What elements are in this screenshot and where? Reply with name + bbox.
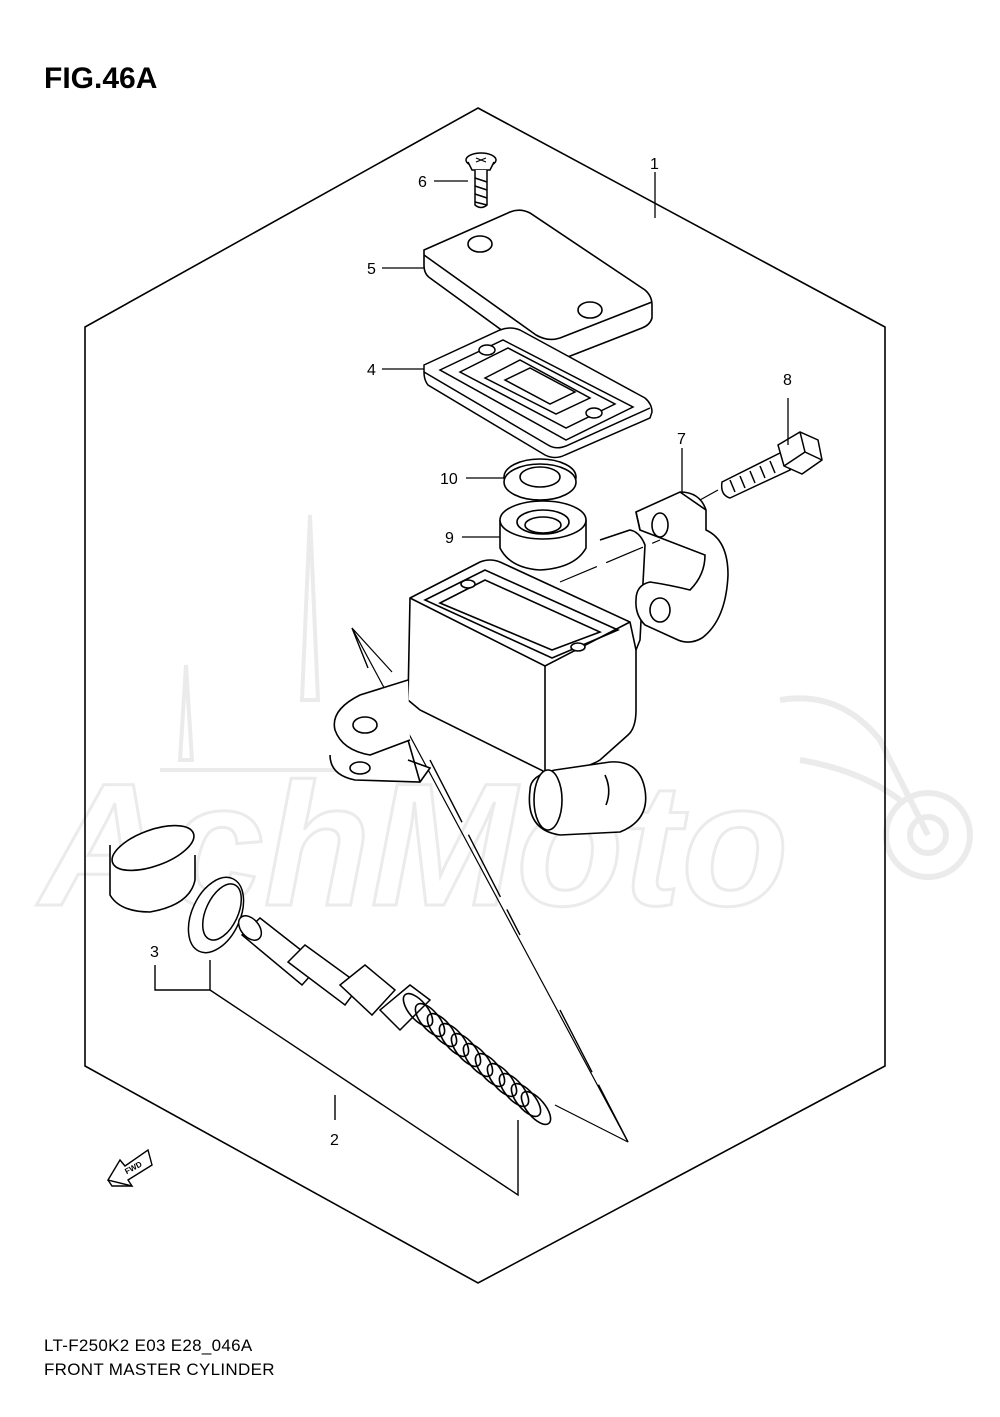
part-4-diaphragm (423, 327, 653, 459)
part-5-reservoir-cap (423, 209, 653, 363)
part-3-cup (109, 824, 196, 913)
leader-lines (382, 172, 789, 538)
fwd-arrow-icon: FWD (106, 1148, 153, 1188)
callout-1: 1 (650, 156, 659, 173)
tower-watermark-icon (160, 514, 380, 772)
callout-6: 6 (418, 174, 427, 191)
callout-8: 8 (783, 372, 792, 389)
assembly-name: FRONT MASTER CYLINDER (44, 1360, 275, 1379)
callout-10: 10 (440, 471, 458, 488)
callout-3: 3 (150, 944, 159, 961)
callout-labels: 1 2 3 4 5 6 7 8 9 10 (150, 156, 792, 1149)
part-2-piston-assembly (237, 915, 552, 1126)
model-code: LT-F250K2 E03 E28_046A (44, 1336, 253, 1355)
part-8-bolt (720, 431, 823, 499)
callout-2: 2 (330, 1132, 339, 1149)
master-cylinder-body (329, 529, 647, 836)
group-2-bracket (154, 960, 519, 1197)
callout-5: 5 (367, 261, 376, 278)
motorcycle-watermark-icon (779, 695, 973, 880)
circlip (187, 876, 245, 954)
part-6-screw (465, 152, 497, 209)
part-7-clamp (635, 491, 729, 643)
figure-title: FIG.46A (44, 62, 158, 95)
part-10-ring (503, 458, 577, 501)
callout-7: 7 (677, 431, 686, 448)
kit-outline (84, 107, 886, 1284)
callout-9: 9 (445, 530, 454, 547)
part-9-boot (499, 500, 587, 571)
callout-4: 4 (367, 362, 376, 379)
